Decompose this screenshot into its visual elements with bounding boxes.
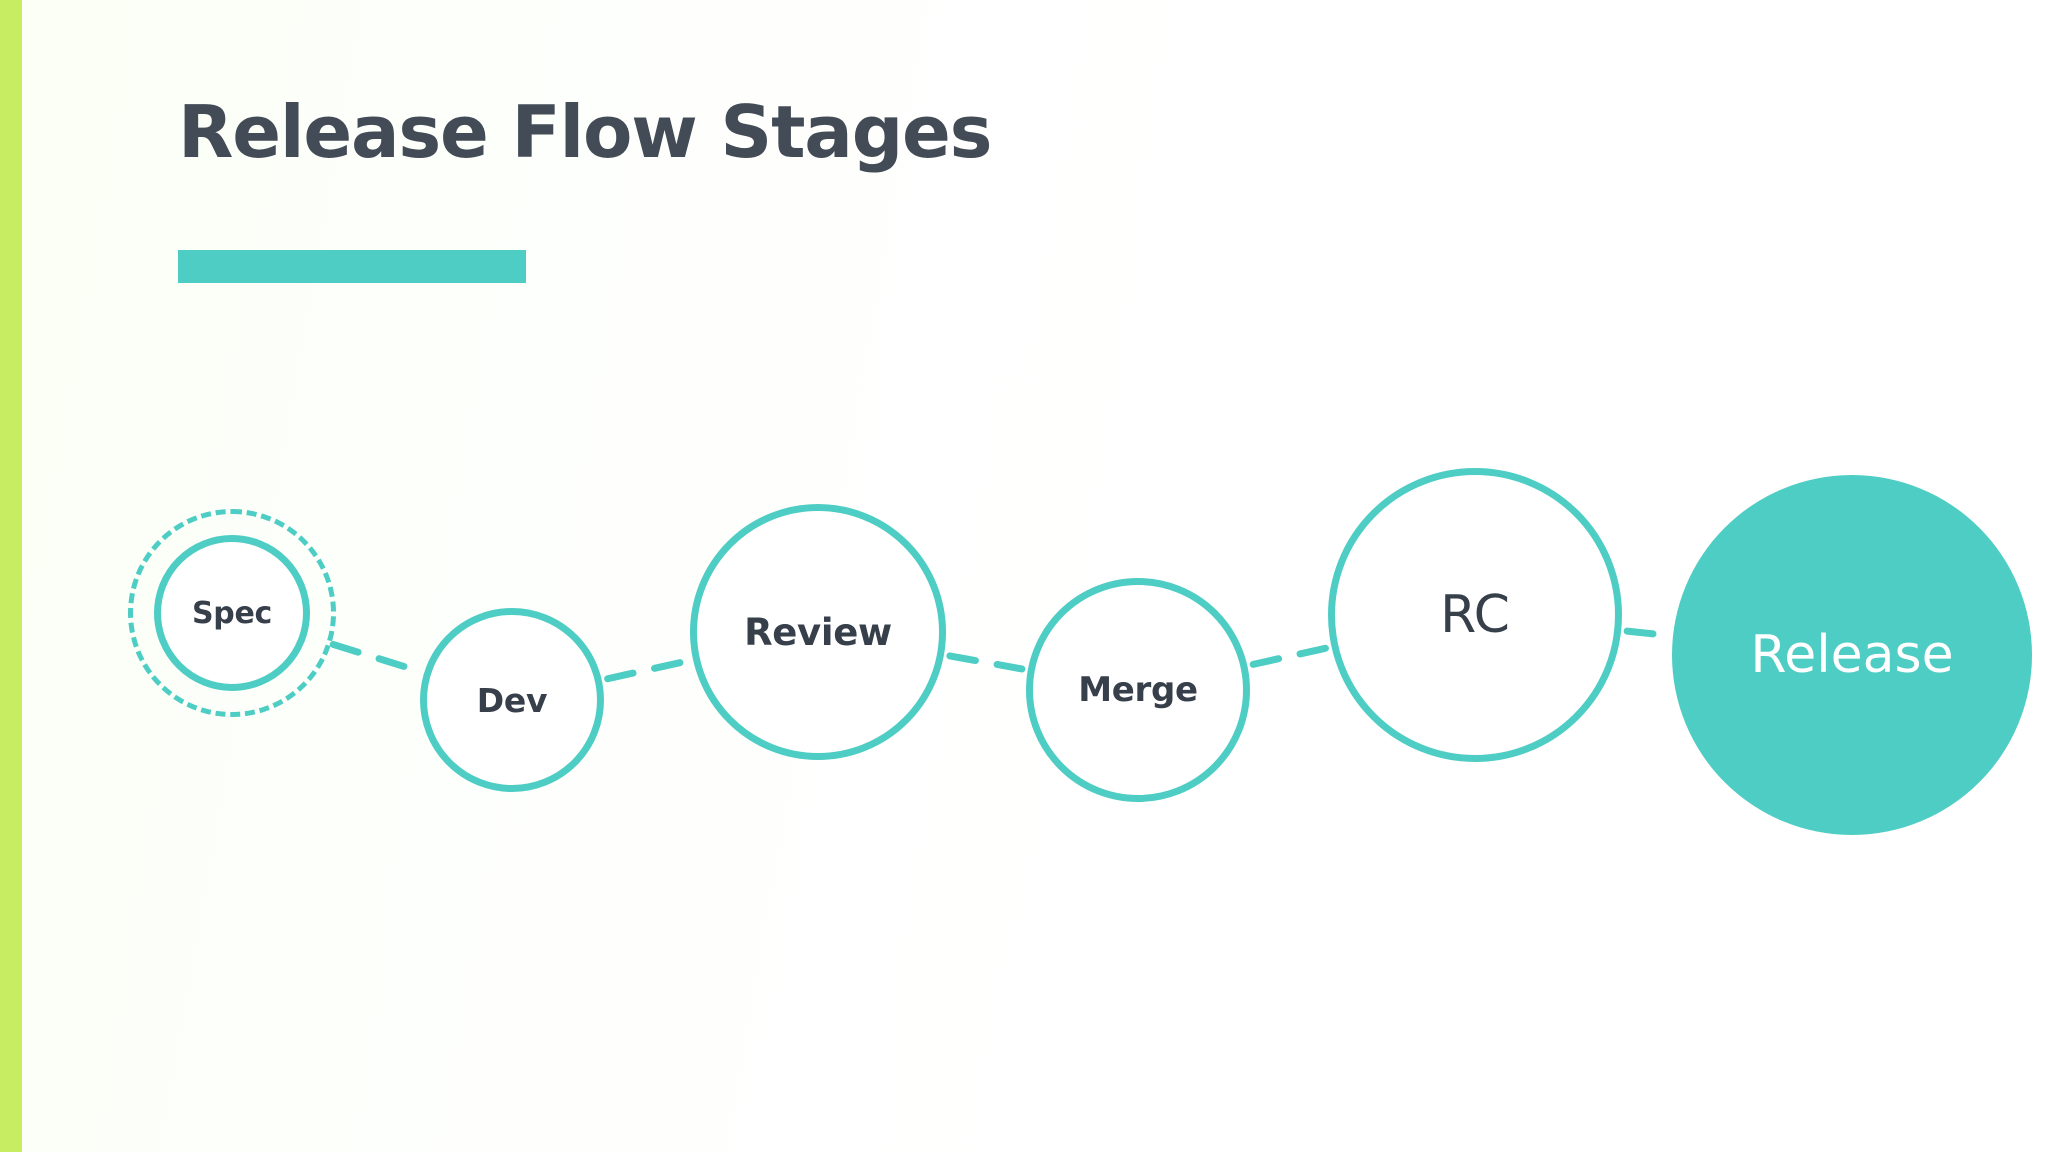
connector-rc-to-release [1623,627,1671,639]
page-title: Release Flow Stages [178,90,993,174]
stage-node-dev[interactable]: Dev [420,608,604,792]
connector-merge-to-rc [1249,644,1330,668]
title-underline-bar [178,250,526,283]
stage-label-review: Review [744,610,892,654]
title-block: Release Flow Stages [178,90,993,174]
connector-review-to-merge [946,652,1026,673]
stage-label-release: Release [1750,625,1954,685]
stage-node-merge[interactable]: Merge [1026,578,1250,802]
left-accent-strip [0,0,22,1152]
stage-label-merge: Merge [1078,670,1198,710]
stage-label-rc: RC [1440,585,1510,645]
stage-node-rc[interactable]: RC [1328,468,1622,762]
connector-dev-to-review [604,657,691,683]
connector-spec-to-dev [329,640,422,675]
stage-node-release[interactable]: Release [1672,475,2032,835]
stage-label-spec: Spec [191,595,272,631]
stage-node-spec[interactable]: Spec [154,535,310,691]
stage-node-review[interactable]: Review [690,504,946,760]
stage-label-dev: Dev [476,680,548,720]
